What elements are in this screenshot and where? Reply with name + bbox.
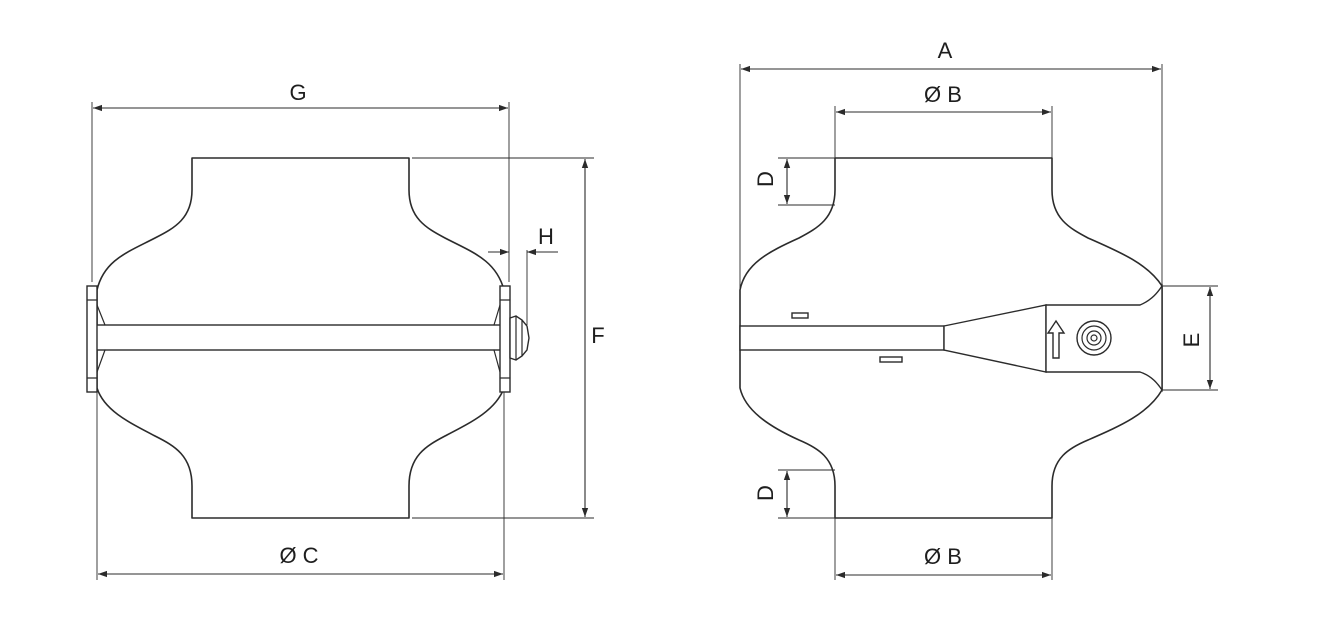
dim-b-bottom: Ø B xyxy=(834,518,1053,580)
dim-d-top-label: D xyxy=(753,171,778,187)
dim-h-label: H xyxy=(538,224,554,249)
dim-a: A xyxy=(739,38,1163,290)
body-slot-lower xyxy=(879,356,903,363)
left-terminal-knob xyxy=(509,315,530,361)
airflow-arrow-icon xyxy=(1046,319,1066,359)
left-bracket-right xyxy=(493,285,511,393)
body-slot-upper xyxy=(791,312,809,319)
dim-d-bottom-label: D xyxy=(753,485,778,501)
dim-f-label: F xyxy=(591,323,604,348)
dim-a-label: A xyxy=(938,38,953,63)
right-center-band xyxy=(739,325,945,351)
dim-h: H xyxy=(488,224,558,325)
dim-f: F xyxy=(412,157,605,519)
dim-d-top: D xyxy=(753,157,835,206)
dim-g-label: G xyxy=(289,80,306,105)
left-bracket-left xyxy=(86,285,106,393)
dim-c: Ø C xyxy=(96,392,505,580)
cable-gland-icon xyxy=(1076,320,1112,356)
left-center-band xyxy=(93,324,509,351)
dim-b-bottom-label: Ø B xyxy=(924,544,962,569)
dim-b-top-label: Ø B xyxy=(924,82,962,107)
dim-d-bottom: D xyxy=(753,469,835,519)
right-view: A Ø B D D Ø B xyxy=(739,38,1218,580)
dim-b-top: Ø B xyxy=(834,82,1053,158)
left-view: G H F Ø C xyxy=(86,80,605,580)
dim-e: E xyxy=(1162,285,1218,391)
dim-e-label: E xyxy=(1179,333,1204,348)
dim-c-label: Ø C xyxy=(279,543,318,568)
dim-g: G xyxy=(91,80,510,282)
